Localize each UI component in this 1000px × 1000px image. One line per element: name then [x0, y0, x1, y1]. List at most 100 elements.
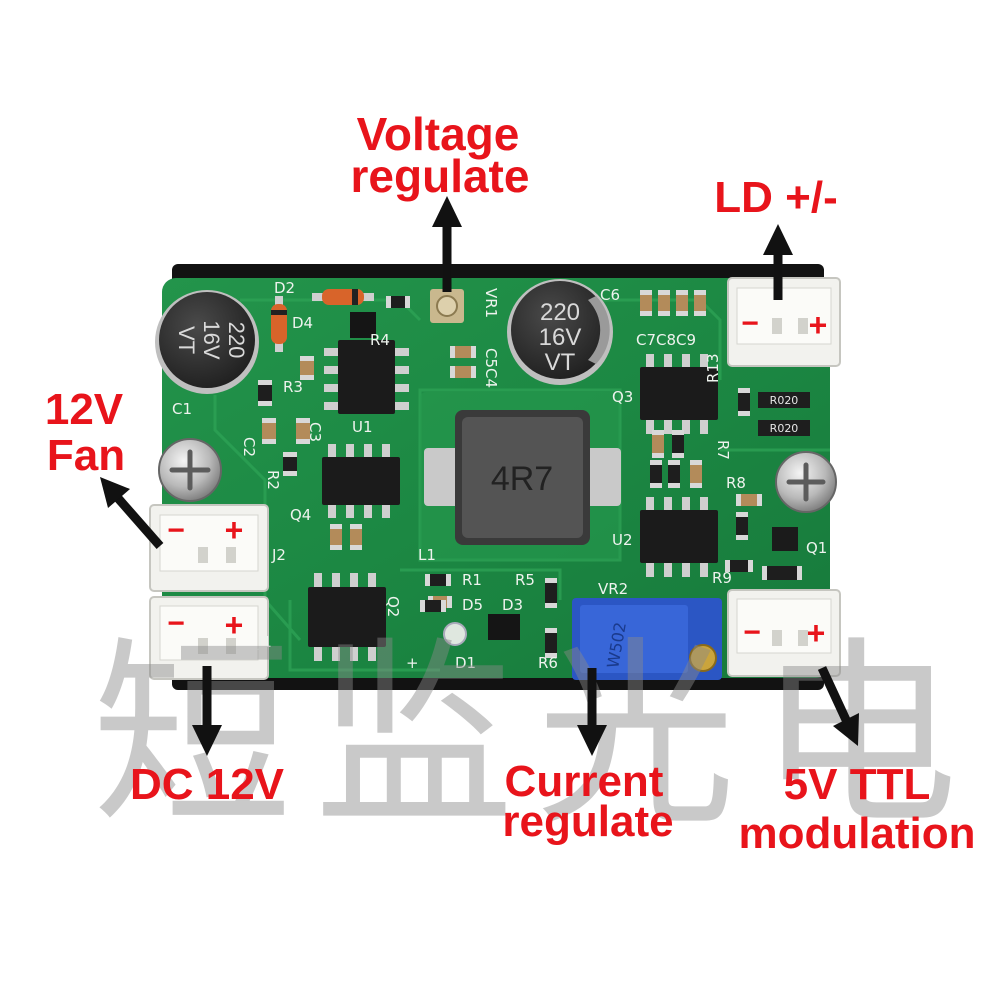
connector-ld: − + [727, 277, 841, 367]
smd-terminal [441, 600, 446, 612]
silk-c3: C3 [306, 422, 324, 442]
trace [400, 568, 562, 600]
capacitor-series: VT [174, 326, 199, 354]
silk-q2: Q2 [384, 596, 402, 617]
polarity-plus: + [225, 512, 244, 548]
smd-terminal [545, 603, 557, 608]
silk-q3: Q3 [612, 388, 633, 406]
smd-terminal [545, 653, 557, 658]
ic-q2 [308, 573, 386, 661]
shunt-resistor [758, 392, 810, 408]
smd-transistor [350, 312, 376, 338]
smd-terminal [262, 439, 276, 444]
smd-terminal [330, 545, 342, 550]
silk-r5: R5 [515, 571, 535, 589]
smd-resistor [545, 578, 557, 608]
shunt-resistor [758, 420, 810, 436]
smd-capacitor [296, 418, 310, 444]
smd-terminal [386, 296, 391, 308]
smd-body [668, 460, 680, 488]
silk-u1: U1 [352, 418, 373, 436]
silk-c6: C6 [600, 286, 620, 304]
smd-terminal [283, 471, 297, 476]
ic-body [322, 457, 400, 505]
smd-terminal [690, 460, 702, 465]
smd-resistor [425, 574, 451, 586]
connector-j2-fan: − + [149, 504, 269, 592]
smd-terminal [668, 460, 680, 465]
connector-cavity [159, 514, 259, 572]
smd-terminal [450, 366, 455, 378]
ic-u1 [322, 444, 400, 518]
polarity-plus: + [807, 615, 826, 651]
ic-body [308, 587, 386, 647]
capacitor-right: 220 16V VT [507, 279, 613, 385]
arrow-up-icon [763, 224, 793, 255]
capacitor-voltage: 16V [199, 320, 224, 359]
capacitor-top [511, 281, 609, 379]
silk-r9: R9 [712, 569, 732, 587]
silk-d3: D3 [502, 596, 523, 614]
silk-c5c4: C5C4 [482, 348, 500, 388]
silk-q4: Q4 [290, 506, 311, 524]
smd-terminal [748, 560, 753, 572]
smd-terminal [725, 560, 730, 572]
silk-d1: D1 [455, 654, 476, 672]
arrow-shaft [817, 666, 852, 724]
silk-j2: J2 [271, 546, 286, 564]
smd-body [672, 430, 684, 458]
led-d1 [443, 622, 467, 646]
arrow-current [577, 668, 607, 756]
smd-body [658, 290, 670, 316]
arrow-shaft [113, 494, 164, 549]
silk-c2: C2 [240, 437, 258, 457]
cross-slot-icon [786, 462, 826, 502]
connector-pin [198, 638, 208, 654]
silk-r1: R1 [462, 571, 482, 589]
smd-terminal [258, 380, 272, 385]
smd-resistor [668, 460, 680, 488]
potentiometer-vr2: W502 [572, 598, 722, 680]
smd-terminal [545, 578, 557, 583]
smd-terminal [258, 401, 272, 406]
smd-capacitor [736, 494, 762, 506]
smd-terminal [262, 418, 276, 423]
smd-terminal [545, 628, 557, 633]
screw-left [158, 438, 222, 502]
inductor-pad-left [424, 448, 462, 506]
smd-terminal [650, 483, 662, 488]
smd-body [262, 418, 276, 444]
smd-terminal [405, 296, 410, 308]
connector-pin [772, 318, 782, 334]
silk-q1: Q1 [806, 539, 827, 557]
smd-body [350, 312, 376, 338]
smd-body [736, 494, 762, 506]
label-voltage-line2: regulate [351, 150, 530, 202]
capacitor-series: VT [545, 349, 576, 376]
polarity-minus: − [741, 307, 759, 340]
arrow-down-icon [577, 725, 607, 756]
inductor-pad-right [583, 448, 621, 506]
label-fan-line2: Fan [47, 431, 125, 480]
smd-body [386, 296, 410, 308]
polarity-stripe [588, 296, 610, 364]
silk-d2: D2 [274, 279, 295, 297]
silk-u2: U2 [612, 531, 633, 549]
copper-traces [213, 298, 830, 672]
connector-ttl: − + [727, 589, 841, 677]
smd-body [652, 430, 664, 458]
smd-terminal [658, 311, 670, 316]
smd-terminal [330, 524, 342, 529]
smd-terminal [296, 439, 310, 444]
annotations: Voltage regulate LD +/- 12V Fan DC 12V C… [45, 108, 976, 858]
ic-body [338, 340, 395, 414]
smd-terminal [652, 453, 664, 458]
smd-body [296, 418, 310, 444]
silk-c1: C1 [172, 400, 192, 418]
smd-terminal [350, 545, 362, 550]
inductor-face [462, 417, 583, 538]
silk-l1: L1 [418, 546, 436, 564]
connector-cavity [159, 605, 259, 661]
smd-body [258, 380, 272, 406]
